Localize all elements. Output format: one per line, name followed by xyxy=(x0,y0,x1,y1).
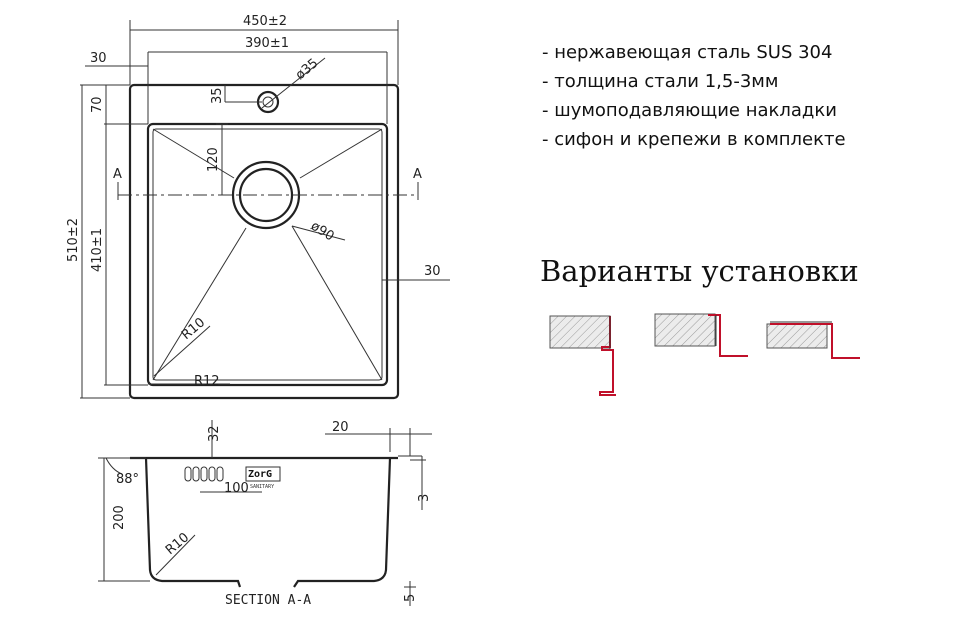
sink-bowl-inner xyxy=(152,128,383,381)
section-caption: SECTION A-A xyxy=(225,593,311,608)
dim-depth: 200 xyxy=(112,505,127,530)
svg-text:SANITARY: SANITARY xyxy=(250,484,274,490)
section-mark-left: A xyxy=(113,167,122,182)
section-mark-right: A xyxy=(413,167,422,182)
dim-radius-inner: R10 xyxy=(179,315,208,343)
svg-text:ZorG: ZorG xyxy=(248,469,272,480)
dim-drain-diameter: ø90 xyxy=(308,219,337,245)
dim-angle: 88° xyxy=(116,472,139,487)
section-view: ZorG SANITARY 100 32 20 3 88° 200 R10 5 xyxy=(98,420,432,608)
spec-list: - нержавеющая сталь SUS 304 - толщина ст… xyxy=(542,38,846,154)
dim-height-total: 510±2 xyxy=(66,218,81,262)
variant-overmount xyxy=(766,321,860,359)
installation-variants xyxy=(549,313,860,396)
dim-hole-offset: 35 xyxy=(210,87,225,104)
dim-width-bowl: 390±1 xyxy=(245,36,289,51)
dim-flange-thickness: 3 xyxy=(417,494,432,502)
top-view: 450±2 390±1 30 35 ø35 120 ø90 A A 510±2 … xyxy=(66,14,450,400)
dim-offset-top: 70 xyxy=(90,96,105,113)
spec-item: - нержавеющая сталь SUS 304 xyxy=(542,42,833,63)
dim-depth-rim: 32 xyxy=(207,425,222,442)
variant-undermount xyxy=(549,315,616,396)
spec-item: - сифон и крепежи в комплекте xyxy=(542,129,846,150)
variant-flush xyxy=(654,313,748,357)
variants-title: Варианты установки xyxy=(540,254,859,288)
brand-logo: ZorG SANITARY xyxy=(245,466,281,490)
dim-radius-outer: R12 xyxy=(194,374,220,389)
overflow-slots-icon xyxy=(184,466,224,482)
drain-hole xyxy=(231,160,301,230)
sink-bowl-outer xyxy=(146,122,389,387)
dim-section-radius: R10 xyxy=(163,530,192,558)
sink-outer-rim xyxy=(128,83,400,400)
dim-offset-left: 30 xyxy=(90,51,107,66)
dim-hole-diameter: ø35 xyxy=(293,56,321,83)
dim-edge: 5 xyxy=(403,594,418,602)
dim-height-bowl: 410±1 xyxy=(90,228,105,272)
dim-overflow-offset: 100 xyxy=(224,481,249,496)
dim-flange-width: 20 xyxy=(332,420,349,435)
spec-item: - толщина стали 1,5-3мм xyxy=(542,71,779,92)
spec-item: - шумоподавляющие накладки xyxy=(542,100,837,121)
dim-offset-right: 30 xyxy=(424,264,441,279)
dim-width-total: 450±2 xyxy=(243,14,287,29)
dim-drain-offset: 120 xyxy=(206,147,221,172)
